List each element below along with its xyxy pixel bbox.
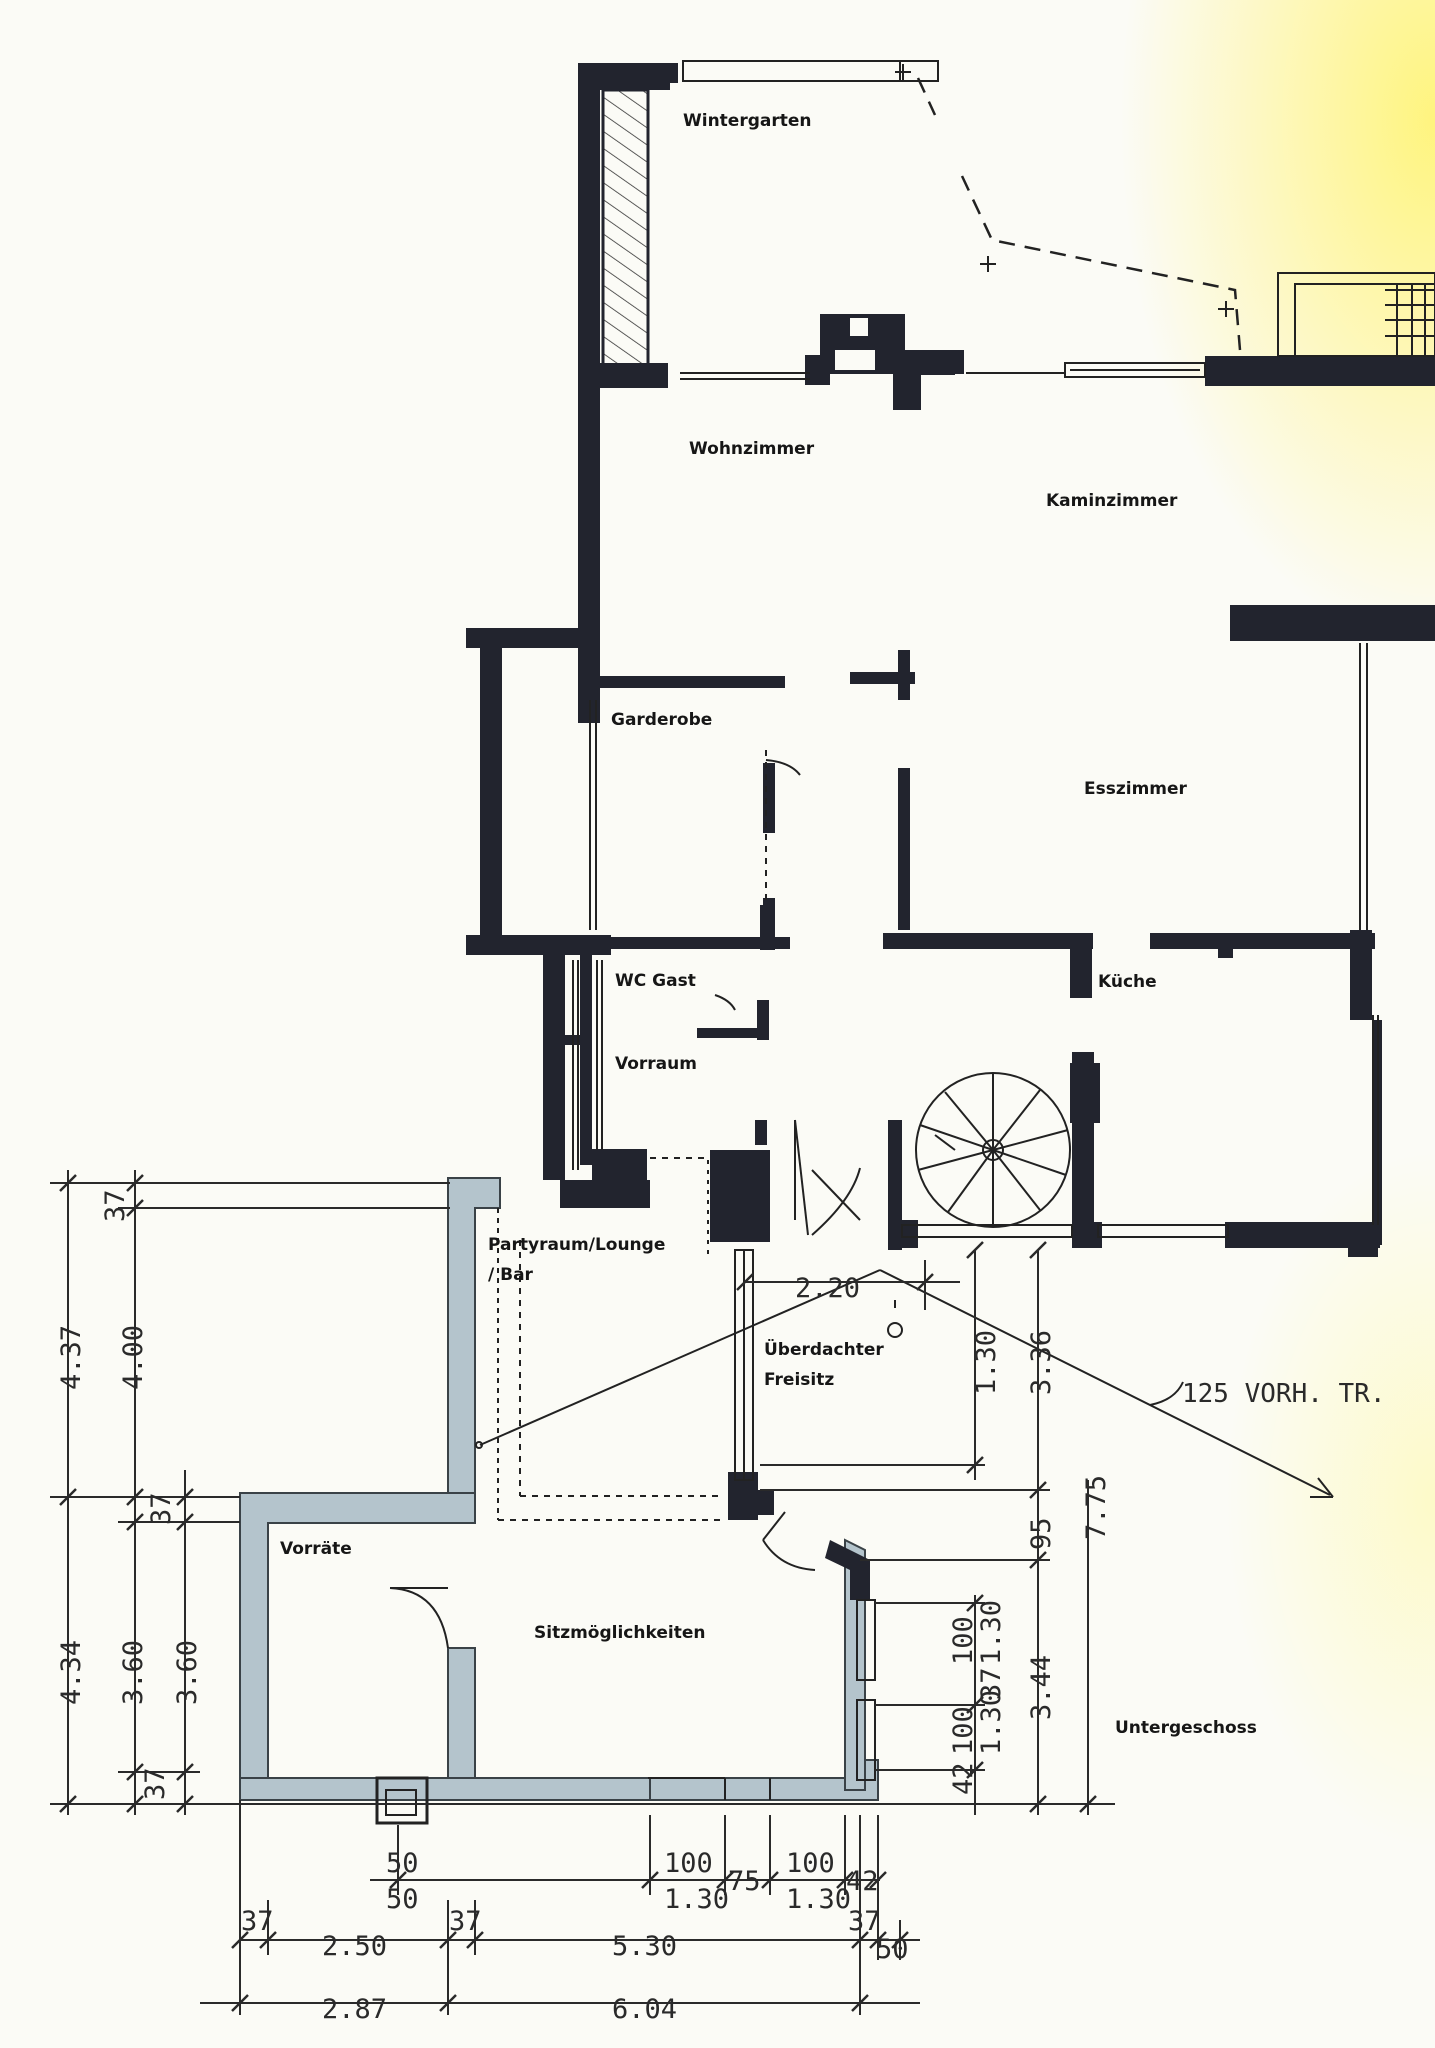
dim-left-400: 4.00 [118, 1325, 149, 1390]
dim-b-37c: 37 [848, 1906, 881, 1937]
dim-r-220: 2.20 [795, 1273, 860, 1304]
survey-markers [895, 64, 1234, 317]
room-wc-gast: WC Gast [615, 971, 696, 991]
room-sitzmoeglichkeiten: Sitzmöglichkeiten [534, 1623, 706, 1643]
basement-lines [389, 1208, 876, 1800]
room-esszimmer: Esszimmer [1084, 779, 1187, 799]
dim-b-50c: 50 [876, 1934, 909, 1965]
dim-left-360b: 3.60 [172, 1640, 203, 1705]
stair-arrow [475, 1269, 1334, 1498]
room-partyraum: Partyraum/Lounge / Bar [488, 1235, 666, 1285]
dim-b-530: 5.30 [612, 1931, 677, 1962]
dim-b-50b: 50 [386, 1884, 419, 1915]
dim-left-37-bot: 37 [140, 1767, 171, 1800]
dim-b-50a: 50 [386, 1848, 419, 1879]
dim-b-100b: 100 [786, 1848, 835, 1879]
dim-left-37-mid: 37 [146, 1492, 177, 1525]
dim-r-100b: 100 [948, 1706, 979, 1755]
dim-b-250: 2.50 [322, 1931, 387, 1962]
dim-r-130b: 1.30 [976, 1600, 1007, 1665]
dim-left-37-top: 37 [100, 1189, 131, 1222]
dim-r-42: 42 [948, 1762, 979, 1795]
dimension-lines [50, 1170, 1115, 2015]
dim-r-344: 3.44 [1026, 1655, 1057, 1720]
dim-r-130c: 1.30 [976, 1690, 1007, 1755]
room-untergeschoss: Untergeschoss [1115, 1718, 1257, 1738]
dim-r-775: 7.75 [1081, 1475, 1112, 1540]
stair-note: 125 VORH. TR. [1182, 1379, 1386, 1409]
dim-b-37b: 37 [449, 1906, 482, 1937]
room-wintergarten: Wintergarten [683, 111, 812, 131]
dim-b-604: 6.04 [612, 1994, 677, 2025]
room-kaminzimmer: Kaminzimmer [1046, 491, 1178, 511]
dim-left-437: 4.37 [56, 1325, 87, 1390]
room-garderobe: Garderobe [611, 710, 713, 730]
room-vorraum: Vorraum [615, 1054, 697, 1074]
dim-b-130a: 1.30 [664, 1884, 729, 1915]
upper-door-swings [714, 759, 861, 1236]
dim-b-42: 42 [846, 1866, 879, 1897]
room-freisitz: Überdachter Freisitz [764, 1340, 884, 1390]
dimension-texts: 37 4.37 4.00 37 4.34 3.60 3.60 37 2.20 1… [56, 1189, 1386, 2025]
dim-b-75: 75 [728, 1866, 761, 1897]
dim-b-100a: 100 [664, 1848, 713, 1879]
spiral-staircase [915, 1072, 1071, 1228]
dim-left-434: 4.34 [56, 1640, 87, 1705]
dim-r-336: 3.36 [1026, 1330, 1057, 1395]
upper-floor-walls [466, 63, 1435, 1257]
dim-r-37: 37 [976, 1667, 1007, 1700]
room-vorraete: Vorräte [280, 1539, 352, 1559]
dim-r-100a: 100 [948, 1616, 979, 1665]
dim-b-287: 2.87 [322, 1994, 387, 2025]
window-lines [572, 60, 1435, 1255]
dim-b-130b: 1.30 [786, 1884, 851, 1915]
dim-b-37a: 37 [241, 1906, 274, 1937]
room-wohnzimmer: Wohnzimmer [689, 439, 815, 459]
dim-r-130a: 1.30 [971, 1330, 1002, 1395]
dim-left-360a: 3.60 [118, 1640, 149, 1705]
wintergarten-dashed-outline [916, 77, 1242, 351]
dim-r-95: 95 [1026, 1517, 1057, 1550]
wintergarten-hatch [601, 88, 650, 367]
room-kueche: Küche [1098, 972, 1157, 992]
basement-walls [239, 1177, 879, 1801]
